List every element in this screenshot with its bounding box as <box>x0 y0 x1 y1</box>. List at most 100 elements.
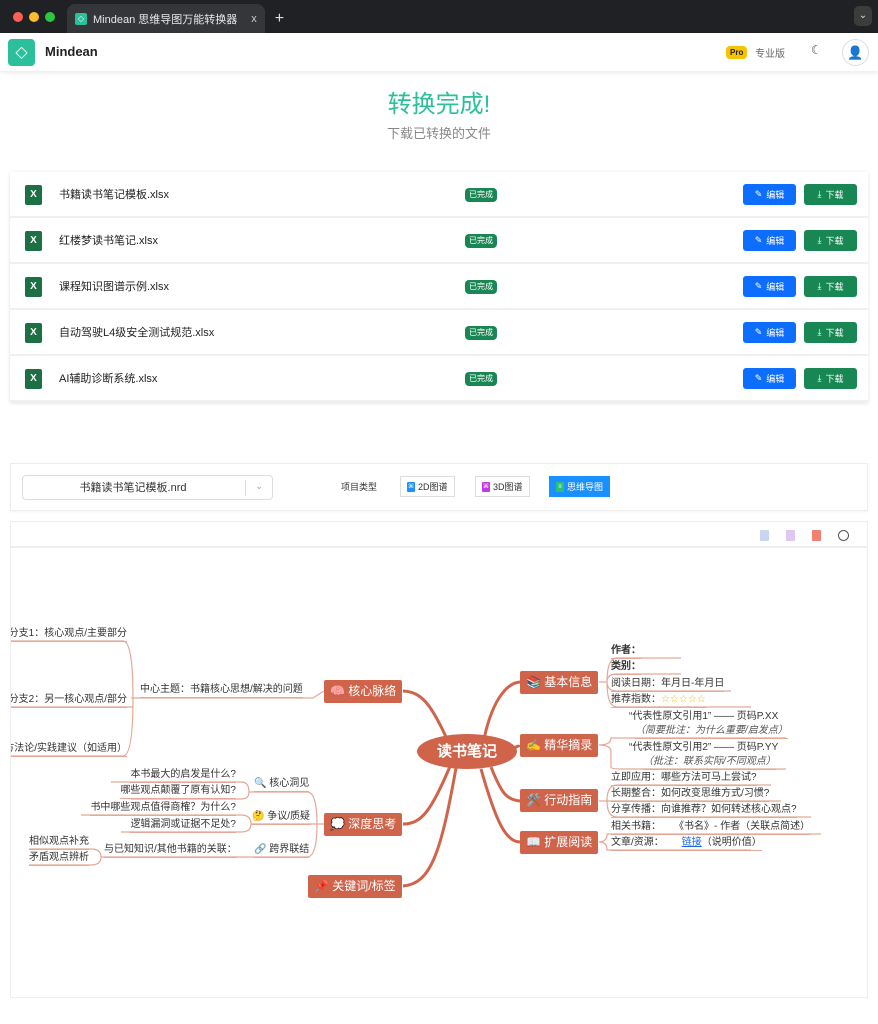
close-tab-icon[interactable]: x <box>251 12 257 25</box>
leaf-author[interactable]: 作者： <box>611 644 641 659</box>
download-button[interactable]: ⤓下载 <box>804 230 857 251</box>
brand-name: Mindean <box>45 44 98 59</box>
leaf-controversy[interactable]: 🤔 争议/质疑 <box>252 810 311 825</box>
page-subtitle: 下载已转换的文件 <box>386 126 491 141</box>
status-badge: 已完成 <box>465 280 497 294</box>
edit-icon: ✎ <box>754 235 763 245</box>
minimize-window-button[interactable] <box>29 12 39 22</box>
leaf-action[interactable]: 分享传播：向谁推荐？如何转述核心观点? <box>611 803 797 818</box>
export-doc-icon[interactable] <box>760 530 769 541</box>
download-button[interactable]: ⤓下载 <box>804 276 857 297</box>
type-3d-button[interactable]: ⌘3D图谱 <box>475 476 530 497</box>
mindmap-canvas[interactable]: 读书笔记 🧠 核心脉络 中心主题：书籍核心思想/解决的问题 分支1：核心观点/主… <box>10 521 868 998</box>
project-type-label: 项目类型 <box>341 482 378 492</box>
leaf-item[interactable]: 矛盾观点辨析 <box>29 851 89 866</box>
leaf-item[interactable]: 书中哪些观点值得商榷？为什么? <box>90 801 236 816</box>
graph-2d-icon: ⌘ <box>407 481 415 492</box>
download-label: 下载 <box>825 236 844 246</box>
export-image-icon[interactable] <box>786 530 795 541</box>
leaf-core-topic[interactable]: 中心主题：书籍核心思想/解决的问题 <box>140 683 303 698</box>
file-row: X 课程知识图谱示例.xlsx 已完成 ✎编辑 ⤓下载 <box>10 264 868 310</box>
leaf-core-sub[interactable]: 分支2：另一核心观点/部分 <box>11 693 127 708</box>
download-button[interactable]: ⤓下载 <box>804 322 857 343</box>
dark-mode-moon-icon[interactable]: ☾ <box>811 43 822 57</box>
leaf-core-sub[interactable]: 方法论/实践建议（如适用） <box>11 742 127 757</box>
edit-label: 编辑 <box>766 190 785 200</box>
mindmap-root-node[interactable]: 读书笔记 <box>417 734 517 769</box>
excel-file-icon: X <box>25 369 42 389</box>
leaf-item[interactable]: 哪些观点颠覆了原有认知? <box>120 784 236 799</box>
node-basic-info[interactable]: 📚 基本信息 <box>520 671 599 694</box>
leaf-action[interactable]: 长期整合：如何改变思维方式/习惯? <box>611 787 770 802</box>
leaf-quote[interactable]: “代表性原文引用2” —— 页码P.YY <box>629 742 779 753</box>
edit-button[interactable]: ✎编辑 <box>743 184 796 205</box>
resource-link[interactable]: 链接 <box>681 837 702 848</box>
node-core-context[interactable]: 🧠 核心脉络 <box>324 680 403 703</box>
node-action-guide[interactable]: 🛠️ 行动指南 <box>520 789 599 812</box>
type-2d-label: 2D图谱 <box>418 482 448 492</box>
leaf-action[interactable]: 立即应用：哪些方法可马上尝试? <box>611 771 757 786</box>
leaf-books[interactable]: 相关书籍：《书名》- 作者（关联点简述） <box>611 820 811 835</box>
excel-file-icon: X <box>25 277 42 297</box>
file-select[interactable]: 书籍读书笔记模板.nrd ⌄ <box>22 475 273 500</box>
type-3d-label: 3D图谱 <box>493 482 523 492</box>
pro-label[interactable]: 专业版 <box>755 49 785 60</box>
new-tab-button[interactable]: + <box>274 9 285 27</box>
type-2d-button[interactable]: ⌘2D图谱 <box>400 476 455 497</box>
mindmap-toolbar <box>11 522 867 548</box>
leaf-note[interactable]: （批注：联系实际/不同观点） <box>643 755 776 770</box>
download-icon: ⤓ <box>817 373 822 383</box>
leaf-item[interactable]: 本书最大的启发是什么? <box>130 768 236 783</box>
leaf-cross-link[interactable]: 🔗 跨界联结 <box>254 843 310 858</box>
download-icon: ⤓ <box>817 327 822 337</box>
download-label: 下载 <box>825 374 844 384</box>
node-extended-reading[interactable]: 📖 扩展阅读 <box>520 831 599 854</box>
file-row: X 自动驾驶L4级安全测试规范.xlsx 已完成 ✎编辑 ⤓下载 <box>10 310 868 356</box>
user-avatar-icon[interactable]: 👤 <box>842 39 869 66</box>
edge-extend <box>479 768 521 844</box>
excel-file-icon: X <box>25 323 42 343</box>
edit-icon: ✎ <box>754 373 763 383</box>
node-keywords[interactable]: 📌 关键词/标签 <box>308 875 402 898</box>
leaf-rating[interactable]: 推荐指数：☆☆☆☆☆ <box>611 693 706 708</box>
edge-action <box>489 766 521 803</box>
status-badge: 已完成 <box>465 234 497 248</box>
download-label: 下载 <box>825 282 844 292</box>
edit-button[interactable]: ✎编辑 <box>743 322 796 343</box>
node-deep-thinking[interactable]: 💭 深度思考 <box>324 813 403 836</box>
tab-menu-button[interactable]: ⌄ <box>854 6 872 26</box>
export-pdf-icon[interactable] <box>812 530 821 541</box>
theme-icon[interactable] <box>838 530 849 541</box>
leaf-articles[interactable]: 文章/资源：链接（说明价值） <box>611 836 762 851</box>
diamond-logo-icon[interactable]: ◇ <box>8 39 35 66</box>
page-title: 转换完成! <box>387 91 491 118</box>
type-mindmap-button[interactable]: ≡思维导图 <box>549 476 611 497</box>
download-label: 下载 <box>825 328 844 338</box>
graph-3d-icon: ⌘ <box>482 481 490 492</box>
status-badge: 已完成 <box>465 326 497 340</box>
download-button[interactable]: ⤓下载 <box>804 184 857 205</box>
edit-icon: ✎ <box>754 189 763 199</box>
star-rating-icon: ☆☆☆☆☆ <box>661 694 706 705</box>
leaf-item[interactable]: 相似观点补充 <box>29 835 89 850</box>
edit-button[interactable]: ✎编辑 <box>743 276 796 297</box>
node-excerpts[interactable]: ✍️ 精华摘录 <box>520 734 599 757</box>
maximize-window-button[interactable] <box>45 12 55 22</box>
leaf-quote[interactable]: “代表性原文引用1” —— 页码P.XX <box>629 711 779 722</box>
leaf-note[interactable]: （简要批注：为什么重要/启发点） <box>635 724 788 739</box>
browser-tab[interactable]: ◇ Mindean 思维导图万能转换器 x <box>67 4 265 33</box>
edit-button[interactable]: ✎编辑 <box>743 368 796 389</box>
download-button[interactable]: ⤓下载 <box>804 368 857 389</box>
edit-button[interactable]: ✎编辑 <box>743 230 796 251</box>
leaf-item[interactable]: 逻辑漏洞或证据不足处? <box>130 818 236 833</box>
leaf-read-date[interactable]: 阅读日期：年月日-年月日 <box>611 677 725 692</box>
status-badge: 已完成 <box>465 188 497 202</box>
type-mindmap-label: 思维导图 <box>567 482 604 492</box>
leaf-core-sub[interactable]: 分支1：核心观点/主要部分 <box>11 627 127 642</box>
close-window-button[interactable] <box>13 12 23 22</box>
file-name: AI辅助诊断系统.xlsx <box>59 373 158 385</box>
leaf-core-insight[interactable]: 🔍 核心洞见 <box>254 777 310 792</box>
leaf-category[interactable]: 类别： <box>611 660 641 675</box>
leaf-relation[interactable]: 与已知知识/其他书籍的关联： <box>104 843 237 858</box>
edit-label: 编辑 <box>766 374 785 384</box>
